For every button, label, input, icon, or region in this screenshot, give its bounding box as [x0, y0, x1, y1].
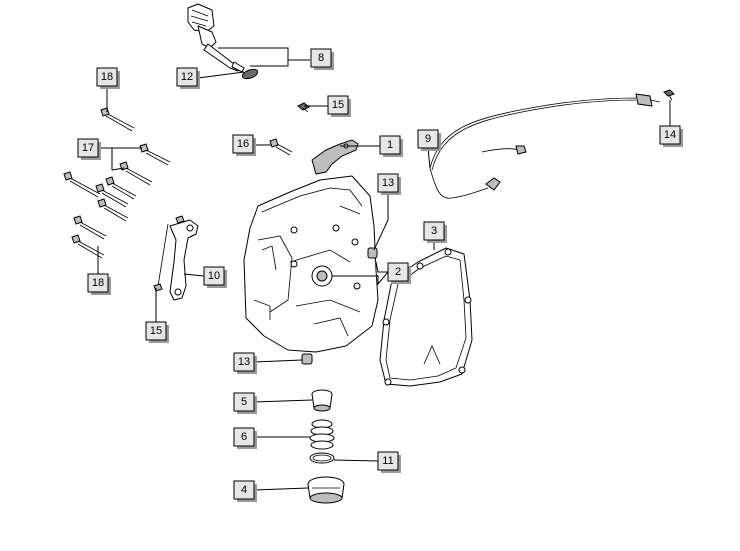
svg-text:5: 5 — [241, 396, 247, 408]
svg-text:3: 3 — [431, 225, 437, 237]
screw-14-part — [663, 89, 675, 101]
crankcase-cover-part — [243, 175, 379, 353]
svg-text:12: 12 — [181, 71, 193, 83]
callout-4: 4 — [233, 480, 257, 502]
bracket-part — [311, 139, 359, 175]
svg-text:15: 15 — [150, 325, 162, 337]
callout-11: 11 — [377, 451, 401, 473]
callout-18-bottom: 18 — [87, 273, 111, 295]
callout-15-top: 15 — [327, 95, 351, 117]
callout-13-lower: 13 — [233, 352, 257, 374]
callout-5: 5 — [233, 392, 257, 414]
svg-text:16: 16 — [237, 138, 249, 150]
svg-text:1: 1 — [387, 139, 393, 151]
screw-15-top-part — [297, 102, 310, 113]
callout-14: 14 — [659, 125, 683, 147]
callout-17: 17 — [77, 138, 101, 160]
svg-text:14: 14 — [664, 129, 676, 141]
callout-18-top: 18 — [96, 67, 120, 89]
drain-plug-part — [307, 476, 345, 504]
svg-text:2: 2 — [395, 266, 401, 278]
bolt-16-part — [269, 138, 293, 156]
callout-15-bottom: 15 — [145, 321, 169, 343]
plate-10-part — [153, 215, 199, 301]
o-ring-11-part — [309, 452, 335, 464]
callout-6: 6 — [233, 427, 257, 449]
bolts-group — [63, 107, 171, 259]
callout-8: 8 — [310, 48, 334, 70]
svg-text:18: 18 — [92, 277, 104, 289]
callout-12: 12 — [176, 67, 200, 89]
dipstick-part — [187, 3, 245, 73]
callout-13-upper: 13 — [377, 173, 401, 195]
svg-text:9: 9 — [425, 133, 431, 145]
cable-part — [429, 93, 661, 199]
dowel-13-upper-part — [367, 247, 378, 259]
callout-3: 3 — [423, 221, 447, 243]
callout-16: 16 — [232, 134, 256, 156]
callout-9: 9 — [417, 129, 441, 151]
callout-10: 10 — [203, 266, 227, 288]
svg-text:11: 11 — [382, 455, 393, 467]
svg-text:15: 15 — [332, 99, 344, 111]
svg-text:17: 17 — [82, 142, 94, 154]
svg-text:8: 8 — [318, 52, 324, 64]
dowel-13-lower-part — [301, 353, 313, 365]
callout-2: 2 — [387, 262, 411, 284]
svg-text:10: 10 — [208, 270, 220, 282]
svg-text:18: 18 — [101, 71, 113, 83]
o-ring-part — [241, 68, 259, 80]
svg-text:13: 13 — [238, 356, 250, 368]
callout-labels: 8 12 18 15 16 1 17 9 14 13 3 2 10 18 15 … — [77, 48, 683, 502]
filter-cap-part — [311, 389, 333, 412]
spring-part — [309, 419, 335, 450]
svg-text:4: 4 — [241, 484, 247, 496]
svg-text:6: 6 — [241, 431, 247, 443]
svg-text:13: 13 — [382, 177, 394, 189]
leader-lines — [97, 47, 671, 491]
callout-1: 1 — [379, 135, 403, 157]
